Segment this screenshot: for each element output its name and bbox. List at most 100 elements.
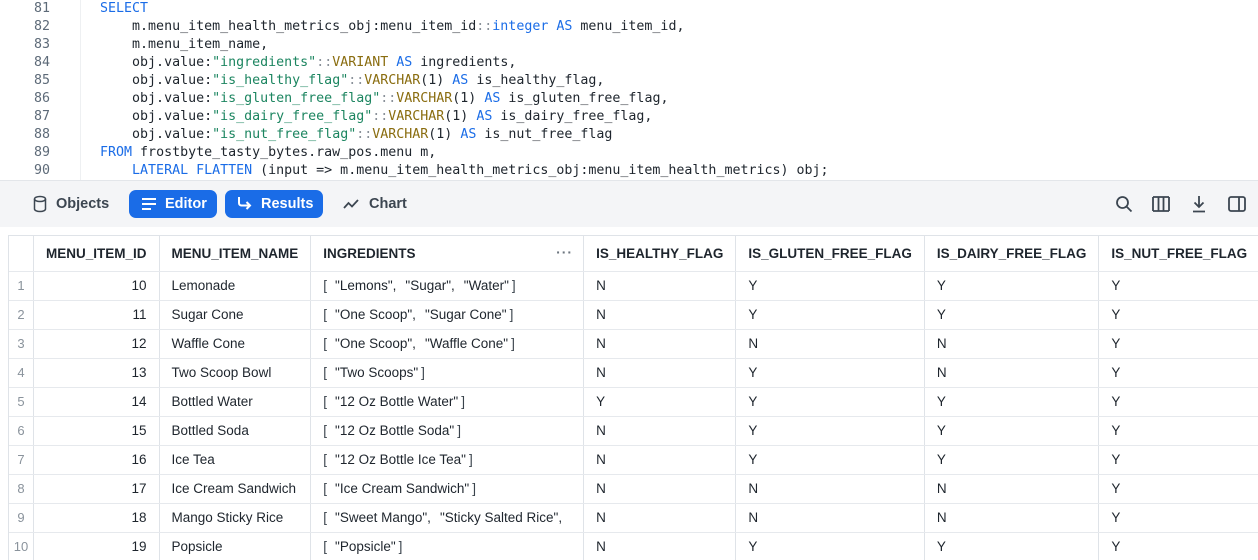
ingredients-cell[interactable]: ["12 Oz Bottle Water"] xyxy=(310,387,585,417)
menu-item-id-cell[interactable]: 11 xyxy=(33,300,160,330)
code-line[interactable]: 90 LATERAL FLATTEN (input => m.menu_item… xyxy=(0,162,1258,180)
ingredients-cell[interactable]: ["Popsicle"] xyxy=(310,532,585,560)
is-nut-free-cell[interactable]: Y xyxy=(1098,300,1258,330)
is-gluten-free-cell[interactable]: Y xyxy=(735,532,925,560)
ingredients-cell[interactable]: ["12 Oz Bottle Ice Tea"] xyxy=(310,445,585,475)
is-dairy-free-cell[interactable]: N xyxy=(924,329,1100,359)
is-healthy-cell[interactable]: Y xyxy=(583,387,737,417)
code-line[interactable]: 89 FROM frostbyte_tasty_bytes.raw_pos.me… xyxy=(0,144,1258,162)
menu-item-id-cell[interactable]: 18 xyxy=(33,503,160,533)
is-gluten-free-cell[interactable]: Y xyxy=(735,445,925,475)
ingredients-cell[interactable]: ["Two Scoops"] xyxy=(310,358,585,388)
is-gluten-free-cell[interactable]: Y xyxy=(735,271,925,301)
is-healthy-cell[interactable]: N xyxy=(583,474,737,504)
ingredients-cell[interactable]: ["One Scoop","Sugar Cone"] xyxy=(310,300,585,330)
side-panel-icon[interactable] xyxy=(1227,194,1247,214)
menu-item-id-cell[interactable]: 17 xyxy=(33,474,160,504)
code-line[interactable]: 86 obj.value:"is_gluten_free_flag"::VARC… xyxy=(0,90,1258,108)
menu-item-name-cell[interactable]: Bottled Soda xyxy=(159,416,312,446)
menu-item-id-cell[interactable]: 12 xyxy=(33,329,160,359)
search-icon[interactable] xyxy=(1114,194,1134,214)
is-gluten-free-cell[interactable]: N xyxy=(735,503,925,533)
chart-tab[interactable]: Chart xyxy=(333,190,413,218)
more-horizontal-icon[interactable]: ··· xyxy=(556,244,574,260)
is-dairy-free-cell[interactable]: Y xyxy=(924,387,1100,417)
ingredients-cell[interactable]: ["12 Oz Bottle Soda"] xyxy=(310,416,585,446)
is-dairy-free-cell[interactable]: Y xyxy=(924,300,1100,330)
is-dairy-free-cell[interactable]: Y xyxy=(924,532,1100,560)
is-healthy-cell[interactable]: N xyxy=(583,532,737,560)
is-nut-free-cell[interactable]: Y xyxy=(1098,532,1258,560)
ingredients-cell[interactable]: ["Lemons","Sugar","Water"] xyxy=(310,271,585,301)
is-healthy-cell[interactable]: N xyxy=(583,416,737,446)
is-dairy-free-cell[interactable]: Y xyxy=(924,416,1100,446)
code-line[interactable]: 83 m.menu_item_name, xyxy=(0,36,1258,54)
objects-tab[interactable]: Objects xyxy=(22,190,120,218)
is-nut-free-cell[interactable]: Y xyxy=(1098,387,1258,417)
code-line[interactable]: 88 obj.value:"is_nut_free_flag"::VARCHAR… xyxy=(0,126,1258,144)
is-gluten-free-cell[interactable]: Y xyxy=(735,300,925,330)
is-nut-free-cell[interactable]: Y xyxy=(1098,329,1258,359)
menu-item-id-cell[interactable]: 10 xyxy=(33,271,160,301)
is-nut-free-cell[interactable]: Y xyxy=(1098,271,1258,301)
is-gluten-free-cell[interactable]: Y xyxy=(735,416,925,446)
code-line[interactable]: 81 SELECT xyxy=(0,0,1258,18)
menu-item-id-cell[interactable]: 13 xyxy=(33,358,160,388)
menu-item-name-cell[interactable]: Waffle Cone xyxy=(159,329,312,359)
menu-item-id-cell[interactable]: 15 xyxy=(33,416,160,446)
is-nut-free-cell[interactable]: Y xyxy=(1098,474,1258,504)
menu-item-id-cell[interactable]: 16 xyxy=(33,445,160,475)
ingredients-cell[interactable]: ["One Scoop","Waffle Cone"] xyxy=(310,329,585,359)
is-healthy-cell[interactable]: N xyxy=(583,300,737,330)
is-gluten-free-cell[interactable]: Y xyxy=(735,358,925,388)
menu-item-name-cell[interactable]: Ice Cream Sandwich xyxy=(159,474,312,504)
code-line[interactable]: 82 m.menu_item_health_metrics_obj:menu_i… xyxy=(0,18,1258,36)
is-dairy-free-cell[interactable]: N xyxy=(924,358,1100,388)
code-line[interactable]: 84 obj.value:"ingredients"::VARIANT AS i… xyxy=(0,54,1258,72)
results-grid[interactable]: MENU_ITEM_ID MENU_ITEM_NAME INGREDIENTS·… xyxy=(8,235,1258,560)
is-healthy-cell[interactable]: N xyxy=(583,358,737,388)
is-gluten-free-cell[interactable]: N xyxy=(735,474,925,504)
ingredients-cell[interactable]: ["Ice Cream Sandwich"] xyxy=(310,474,585,504)
is-nut-free-cell[interactable]: Y xyxy=(1098,358,1258,388)
code-line[interactable]: 85 obj.value:"is_healthy_flag"::VARCHAR(… xyxy=(0,72,1258,90)
is-nut-free-cell[interactable]: Y xyxy=(1098,416,1258,446)
is-dairy-free-cell[interactable]: N xyxy=(924,503,1100,533)
is-healthy-cell[interactable]: N xyxy=(583,503,737,533)
is-nut-free-cell[interactable]: Y xyxy=(1098,445,1258,475)
download-icon[interactable] xyxy=(1189,194,1209,214)
results-tab[interactable]: Results xyxy=(225,190,323,218)
menu-item-name-cell[interactable]: Sugar Cone xyxy=(159,300,312,330)
column-header[interactable]: MENU_ITEM_ID xyxy=(33,236,160,272)
menu-item-name-cell[interactable]: Two Scoop Bowl xyxy=(159,358,312,388)
menu-item-id-cell[interactable]: 19 xyxy=(33,532,160,560)
column-header[interactable]: IS_NUT_FREE_FLAG xyxy=(1098,236,1258,272)
is-dairy-free-cell[interactable]: Y xyxy=(924,445,1100,475)
column-header[interactable]: IS_GLUTEN_FREE_FLAG xyxy=(735,236,925,272)
is-dairy-free-cell[interactable]: Y xyxy=(924,271,1100,301)
code-line[interactable]: 87 obj.value:"is_dairy_free_flag"::VARCH… xyxy=(0,108,1258,126)
menu-item-name-cell[interactable]: Bottled Water xyxy=(159,387,312,417)
is-nut-free-cell[interactable]: Y xyxy=(1098,503,1258,533)
is-dairy-free-cell[interactable]: N xyxy=(924,474,1100,504)
menu-item-name-cell[interactable]: Ice Tea xyxy=(159,445,312,475)
ingredients-cell[interactable]: ["Sweet Mango","Sticky Salted Rice", xyxy=(310,503,585,533)
column-header[interactable]: INGREDIENTS··· xyxy=(310,236,585,272)
is-healthy-cell[interactable]: N xyxy=(583,271,737,301)
is-healthy-cell[interactable]: N xyxy=(583,445,737,475)
column-header[interactable]: IS_HEALTHY_FLAG xyxy=(583,236,737,272)
menu-item-name-cell[interactable]: Popsicle xyxy=(159,532,312,560)
menu-item-name-cell[interactable]: Lemonade xyxy=(159,271,312,301)
menu-item-name-cell[interactable]: Mango Sticky Rice xyxy=(159,503,312,533)
